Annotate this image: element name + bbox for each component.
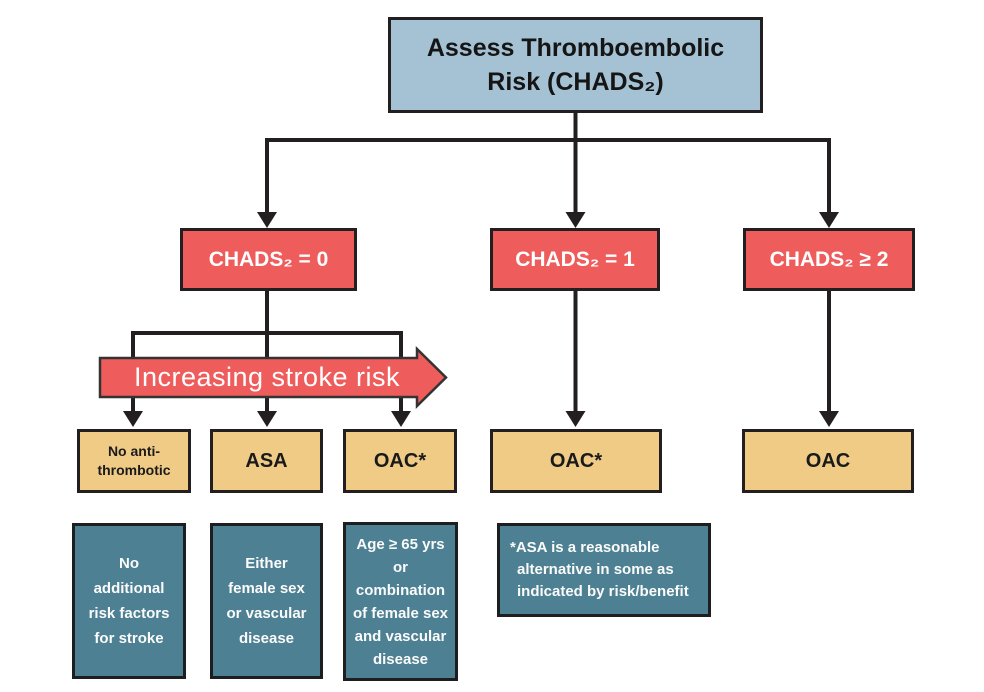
arrowhead-down-icon bbox=[819, 411, 839, 427]
arrowhead-down-icon bbox=[257, 411, 277, 427]
criteria-line: additional bbox=[93, 580, 165, 597]
oac-chads2plus-box: OAC bbox=[742, 429, 914, 493]
increasing-stroke-risk-label: Increasing stroke risk bbox=[133, 361, 401, 392]
asa-note-line: *ASA is a reasonable bbox=[510, 539, 660, 556]
assess-risk-line: Assess Thromboembolic bbox=[426, 34, 725, 62]
increasing-stroke-risk-arrow bbox=[98, 346, 448, 409]
criteria-line: combination bbox=[355, 581, 446, 599]
arrowhead-down-icon bbox=[391, 411, 411, 427]
criteria-line: risk factors bbox=[88, 605, 170, 622]
connector-top-branches bbox=[265, 138, 831, 213]
asa-box: ASA bbox=[210, 429, 323, 493]
asa-note-box: *ASA is a reasonable alternative in some… bbox=[497, 523, 711, 617]
assess-risk-line: Risk (CHADS₂) bbox=[487, 68, 664, 96]
criteria-line: or bbox=[393, 558, 408, 576]
criteria-line: and vascular bbox=[354, 627, 447, 645]
no-antithrombotic-box: No anti- thrombotic bbox=[77, 429, 191, 493]
oac-star-chads0-box: OAC* bbox=[343, 429, 457, 493]
criteria-line: of female sex bbox=[352, 604, 449, 622]
age65-criteria-box: Age ≥ 65 yrs or combination of female se… bbox=[343, 522, 458, 681]
no-antithrombotic-line: No anti- bbox=[107, 443, 161, 459]
arrowhead-down-icon bbox=[123, 411, 143, 427]
no-additional-risk-box: No additional risk factors for stroke bbox=[72, 523, 186, 679]
oac-star-chads1-box: OAC* bbox=[490, 429, 662, 493]
arrowhead-down-icon bbox=[257, 212, 277, 228]
chads1-box: CHADS₂ = 1 bbox=[490, 228, 660, 291]
criteria-line: disease bbox=[372, 650, 429, 668]
criteria-line: for stroke bbox=[94, 630, 164, 647]
assess-risk-box: Assess Thromboembolic Risk (CHADS₂) bbox=[388, 17, 763, 113]
asa-note-line: indicated by risk/benefit bbox=[517, 583, 689, 600]
arrowhead-down-icon bbox=[819, 212, 839, 228]
criteria-line: No bbox=[119, 555, 139, 572]
arrowhead-down-icon bbox=[565, 212, 586, 228]
no-antithrombotic-line: thrombotic bbox=[97, 462, 171, 478]
criteria-line: Age ≥ 65 yrs bbox=[356, 535, 445, 553]
criteria-line: or vascular bbox=[226, 605, 307, 622]
criteria-line: female sex bbox=[228, 580, 305, 597]
criteria-line: disease bbox=[238, 630, 295, 647]
chads2plus-box: CHADS₂ ≥ 2 bbox=[743, 228, 915, 291]
chads0-box: CHADS₂ = 0 bbox=[180, 228, 357, 291]
arrowhead-down-icon bbox=[565, 411, 586, 427]
asa-note-line: alternative in some as bbox=[517, 561, 674, 578]
criteria-line: Either bbox=[245, 555, 288, 572]
female-or-vascular-box: Either female sex or vascular disease bbox=[210, 523, 323, 679]
